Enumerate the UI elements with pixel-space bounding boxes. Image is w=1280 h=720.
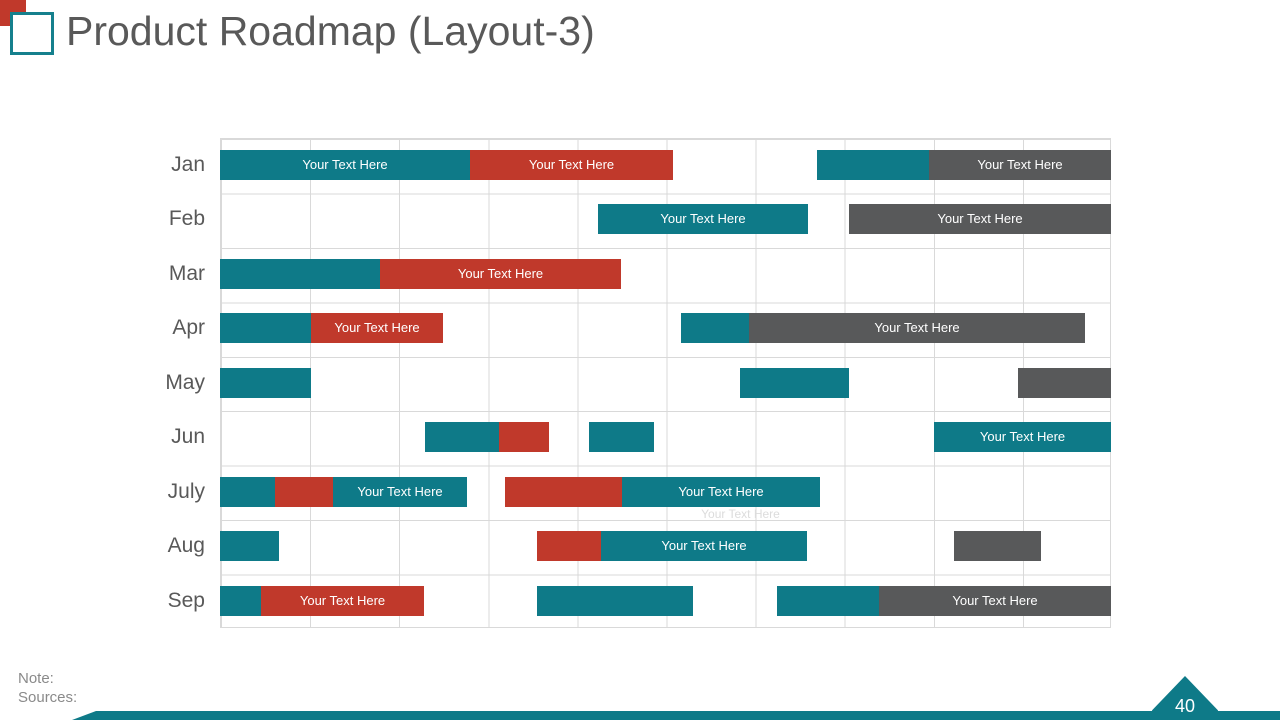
gantt-bar-segment-teal: Your Text Here <box>934 422 1111 452</box>
gantt-bar-segment-red <box>499 422 549 452</box>
gantt-bar-segment-teal: Your Text Here <box>598 204 808 234</box>
gantt-bar-segment-teal: Your Text Here <box>601 531 807 561</box>
gantt-bar-segment-red <box>505 477 622 507</box>
gantt-bar-segment-gray: Your Text Here <box>929 150 1111 180</box>
sources-label: Sources: <box>18 689 78 706</box>
page-title: Product Roadmap (Layout-3) <box>66 8 595 54</box>
gantt-row-label-feb: Feb <box>168 207 205 230</box>
corner-teal-square-icon <box>10 12 54 55</box>
footer-accent-bar <box>72 711 1280 720</box>
gantt-bar-segment-teal <box>817 150 929 180</box>
gantt-bar-segment-gray: Your Text Here <box>749 313 1085 343</box>
gantt-row-label-jun: Jun <box>171 425 205 448</box>
gantt-bar-segment-red <box>537 531 601 561</box>
ghost-text-label: Your Text Here <box>701 507 780 521</box>
gantt-bar-segment-teal <box>220 368 311 398</box>
gantt-bar-segment-teal <box>537 586 693 616</box>
gantt-bar-segment-teal: Your Text Here <box>220 150 470 180</box>
gantt-row-label-may: May <box>165 371 205 394</box>
gantt-bar-segment-teal <box>740 368 849 398</box>
gantt-bar-segment-red: Your Text Here <box>380 259 621 289</box>
gantt-row-label-sep: Sep <box>167 589 205 612</box>
gantt-row-label-mar: Mar <box>168 262 205 285</box>
gantt-bar-segment-teal <box>425 422 499 452</box>
gantt-row-label-aug: Aug <box>167 534 205 557</box>
gantt-bar-segment-teal <box>777 586 879 616</box>
gantt-bar-segment-gray: Your Text Here <box>879 586 1111 616</box>
gantt-bar-segment-red: Your Text Here <box>311 313 443 343</box>
gantt-row-label-july: July <box>167 480 205 503</box>
gantt-row-label-jan: Jan <box>171 153 205 176</box>
gantt-bar-segment-teal: Your Text Here <box>622 477 820 507</box>
gantt-bar-segment-red: Your Text Here <box>470 150 673 180</box>
gantt-bar-segment-gray <box>1018 368 1111 398</box>
gantt-bar-segment-teal <box>220 477 275 507</box>
gantt-bar-segment-gray <box>954 531 1041 561</box>
gantt-bar-segment-gray: Your Text Here <box>849 204 1111 234</box>
gantt-bar-segment-teal <box>220 531 279 561</box>
note-label: Note: <box>18 670 54 687</box>
gantt-bar-segment-teal <box>589 422 654 452</box>
gantt-bar-segment-teal <box>681 313 749 343</box>
gantt-bar-segment-teal <box>220 313 311 343</box>
gantt-bar-segment-teal: Your Text Here <box>333 477 467 507</box>
gantt-bar-segment-teal <box>220 586 261 616</box>
page-number: 40 <box>1174 696 1196 716</box>
gantt-bar-segment-red <box>275 477 333 507</box>
gantt-bar-segment-teal <box>220 259 380 289</box>
gantt-bar-segment-red: Your Text Here <box>261 586 424 616</box>
page-number-badge: 40 <box>1152 676 1218 720</box>
gantt-row-label-apr: Apr <box>172 316 205 339</box>
